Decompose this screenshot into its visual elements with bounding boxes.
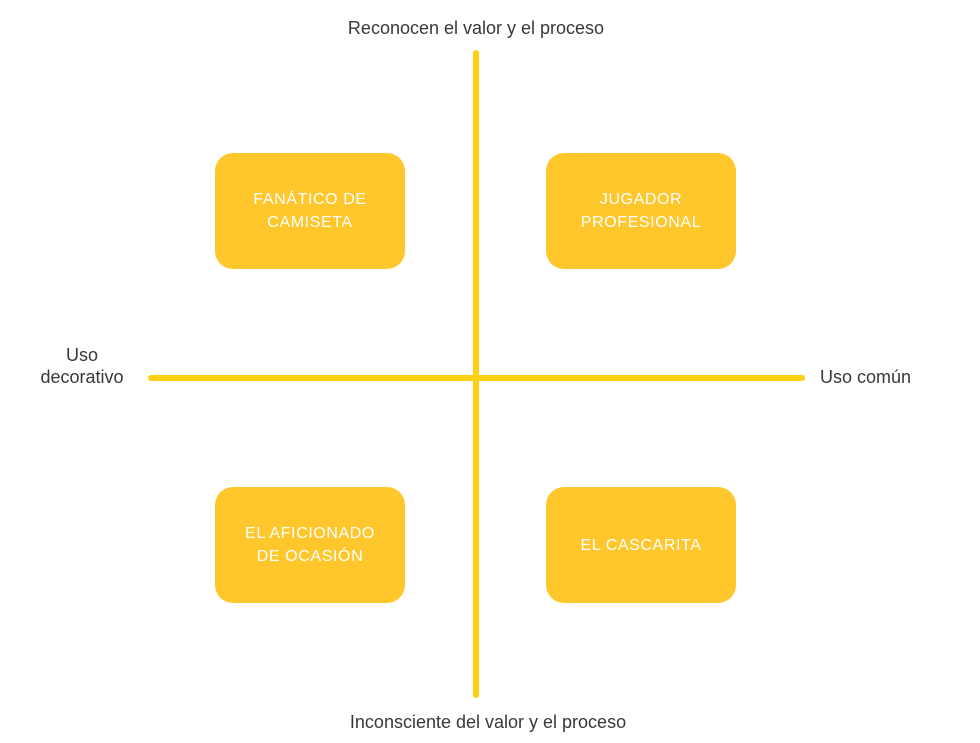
quadrant-label-top-right: JUGADOR PROFESIONAL <box>580 191 702 231</box>
quadrant-label-top-left: FANÁTICO DE CAMISETA <box>253 191 367 231</box>
axis-label-right: Uso común <box>820 367 912 387</box>
quadrant-box-bottom-left: EL AFICIONADO DE OCASIÓN <box>215 487 405 603</box>
horizontal-axis-line <box>148 375 805 381</box>
quadrant-label-bottom-left: EL AFICIONADO DE OCASIÓN <box>245 525 375 565</box>
quadrant-box-top-right: JUGADOR PROFESIONAL <box>546 153 736 269</box>
vertical-axis-line <box>473 50 479 698</box>
quadrant-label-bottom-right: EL CASCARITA <box>580 536 702 554</box>
axis-label-left: Uso decorativo <box>40 345 124 387</box>
axis-label-bottom: Inconsciente del valor y el proceso <box>349 712 627 732</box>
quadrant-box-bottom-right: EL CASCARITA <box>546 487 736 603</box>
quadrant-box-top-left: FANÁTICO DE CAMISETA <box>215 153 405 269</box>
axis-label-top: Reconocen el valor y el proceso <box>347 18 605 38</box>
